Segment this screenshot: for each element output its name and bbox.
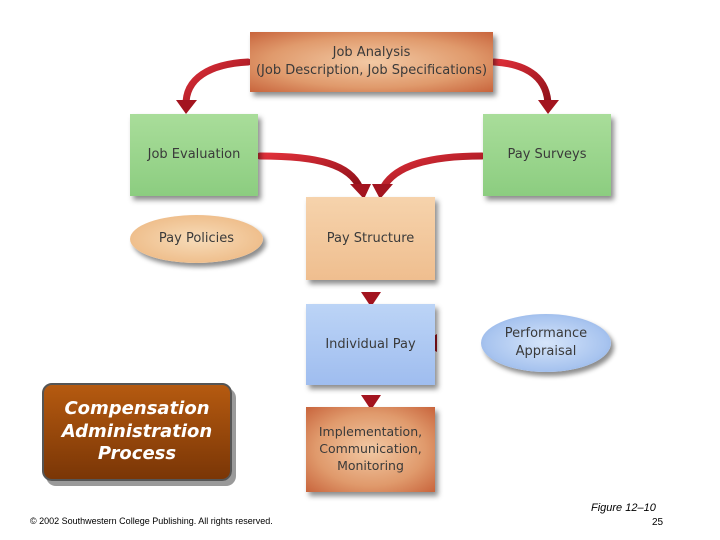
arrow-head xyxy=(361,395,381,410)
process-title-box: Compensation Administration Process xyxy=(42,383,232,481)
arrow-job-evaluation-to-pay-structure xyxy=(256,152,364,192)
figure-label: Figure 12–10 xyxy=(591,502,656,514)
arrow-head xyxy=(538,100,559,114)
job-analysis-label: Job Analysis (Job Description, Job Speci… xyxy=(255,45,488,78)
individual-pay-box: Individual Pay xyxy=(306,304,435,385)
arrow-head xyxy=(350,184,371,199)
implementation-label: Implementation, Communication, Monitorin… xyxy=(318,424,423,473)
arrow-head xyxy=(372,184,393,199)
pay-policies-ellipse: Pay Policies xyxy=(130,215,263,263)
pay-policies-label: Pay Policies xyxy=(158,231,235,247)
copyright-notice: © 2002 Southwestern College Publishing. … xyxy=(30,516,273,526)
pay-structure-box: Pay Structure xyxy=(306,197,435,280)
pay-structure-label: Pay Structure xyxy=(326,230,415,246)
job-evaluation-label: Job Evaluation xyxy=(147,147,241,163)
arrow-job-analysis-to-job-evaluation xyxy=(182,58,252,110)
job-analysis-box: Job Analysis (Job Description, Job Speci… xyxy=(250,32,493,92)
job-evaluation-box: Job Evaluation xyxy=(130,114,258,196)
arrow-pay-surveys-to-pay-structure xyxy=(379,152,486,192)
arrow-job-analysis-to-pay-surveys xyxy=(490,58,552,110)
pay-surveys-label: Pay Surveys xyxy=(507,147,587,163)
individual-pay-label: Individual Pay xyxy=(325,336,416,352)
arrow-head xyxy=(176,100,197,114)
process-title: Compensation Administration Process xyxy=(61,398,213,465)
page-number: 25 xyxy=(652,517,664,528)
arrow-head xyxy=(361,292,381,307)
pay-surveys-box: Pay Surveys xyxy=(483,114,611,196)
performance-appraisal-label: Performance Appraisal xyxy=(504,326,588,359)
performance-appraisal-ellipse: Performance Appraisal xyxy=(481,314,611,372)
implementation-box: Implementation, Communication, Monitorin… xyxy=(306,407,435,492)
